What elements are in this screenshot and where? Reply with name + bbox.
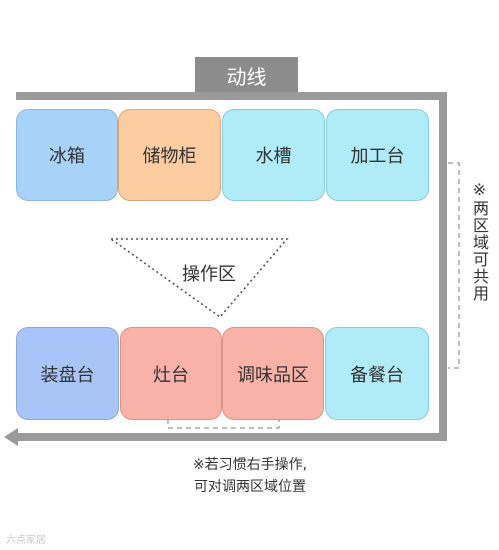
zone-fridge: 冰箱 (16, 109, 118, 201)
flow-path-top (16, 92, 447, 100)
shared-area-note: ※两区域可共用 (470, 180, 489, 302)
swap-note: ※若习惯右手操作, 可对调两区域位置 (120, 454, 380, 498)
zone-prep-table: 加工台 (326, 109, 429, 201)
flow-path-right (439, 100, 447, 433)
zone-sink: 水槽 (222, 109, 325, 201)
zone-serving-table: 备餐台 (325, 327, 429, 420)
swap-note-line2: 可对调两区域位置 (194, 479, 306, 495)
zone-plating-table: 装盘台 (16, 327, 119, 420)
flow-path-bottom (16, 433, 447, 441)
swap-bracket (167, 419, 280, 429)
flow-arrow-left-icon (4, 428, 18, 446)
zone-storage-cabinet: 储物柜 (118, 109, 221, 201)
swap-note-line1: ※若习惯右手操作, (192, 457, 308, 473)
operation-area-triangle (108, 238, 289, 319)
watermark: 六点家居 (6, 535, 46, 546)
shared-area-bracket (448, 162, 460, 369)
zone-seasoning-area: 调味品区 (222, 327, 324, 420)
zone-stove: 灶台 (120, 327, 222, 420)
flow-title: 动线 (195, 57, 298, 94)
operation-area-label: 操作区 (182, 264, 236, 285)
